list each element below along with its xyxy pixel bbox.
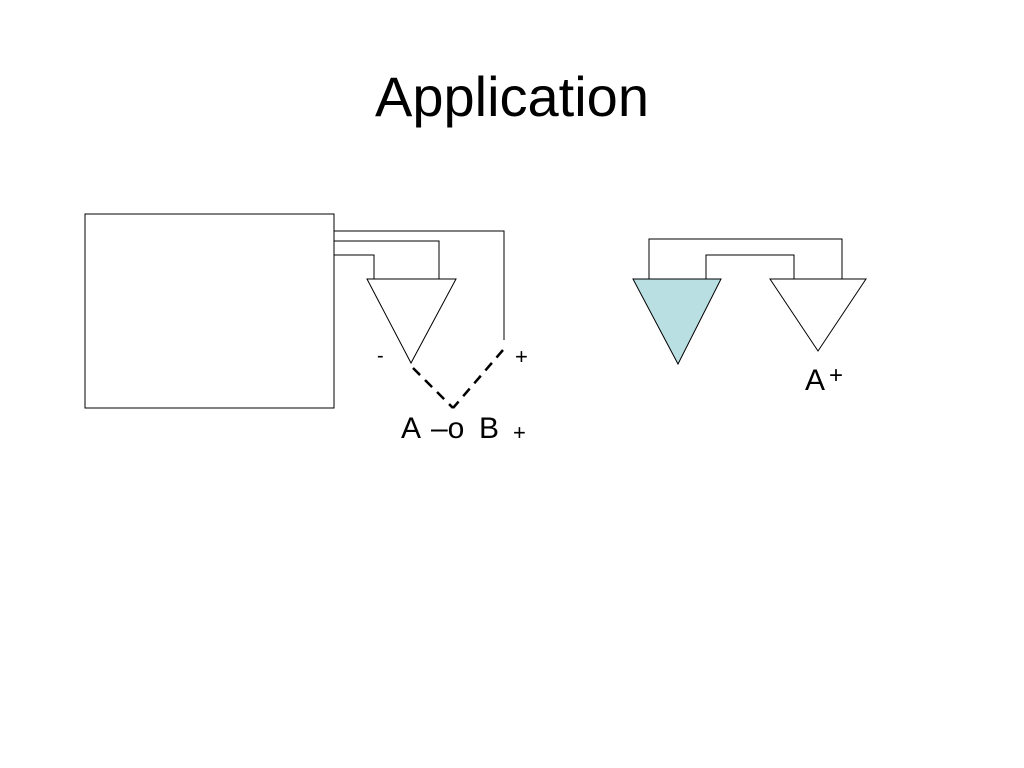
right-circuit: A + xyxy=(632,238,867,397)
gate-triangle-left xyxy=(366,278,457,365)
dashed-line-minus xyxy=(412,367,454,409)
wire-outer xyxy=(334,230,505,340)
gate-triangle-filled xyxy=(632,278,722,366)
wire-middle xyxy=(334,240,440,279)
gate-triangle-right xyxy=(769,278,867,352)
output-label: A xyxy=(805,364,825,397)
expr-a: A xyxy=(401,412,421,445)
expr-b: B xyxy=(479,412,499,445)
output-superscript: + xyxy=(829,362,843,389)
left-circuit: - + A –o B + xyxy=(84,213,528,445)
wire-inner-right xyxy=(705,254,795,279)
wire-inner xyxy=(334,254,375,279)
minus-label: - xyxy=(377,345,384,367)
slide-title: Application xyxy=(375,65,649,128)
device-box xyxy=(84,213,335,409)
expr-plus: + xyxy=(513,420,526,445)
dashed-line-plus xyxy=(452,349,504,409)
expr-operator: –o xyxy=(431,412,464,445)
plus-label-right: + xyxy=(515,344,528,369)
wire-outer-right xyxy=(648,238,843,279)
